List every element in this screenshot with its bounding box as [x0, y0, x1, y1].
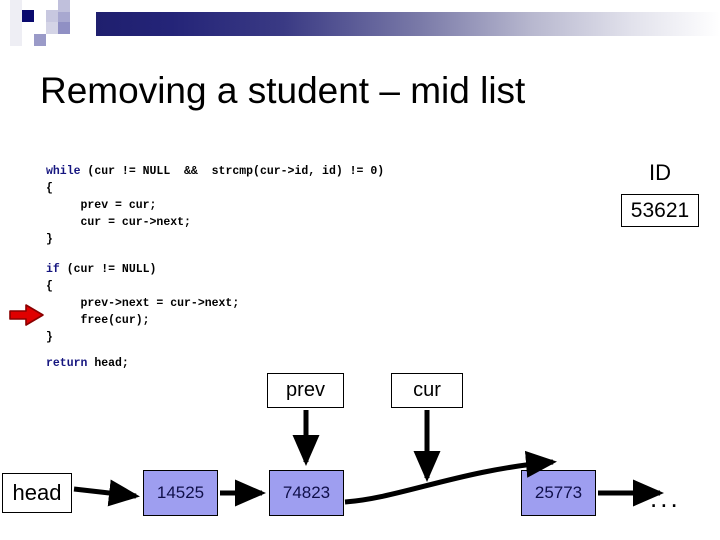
decorative-square — [58, 0, 70, 12]
id-value-box: 53621 — [621, 194, 699, 227]
list-node: 14525 — [143, 470, 218, 516]
code-line: } — [46, 231, 384, 248]
red-arrow-marker — [9, 304, 44, 326]
decorative-square — [46, 10, 58, 22]
code-keyword: return — [46, 357, 88, 370]
page-title: Removing a student – mid list — [40, 70, 526, 111]
code-text: } — [46, 331, 53, 344]
code-text: (cur != NULL) — [59, 263, 157, 276]
code-text: head; — [87, 357, 129, 370]
list-head-box: head — [2, 473, 72, 513]
code-keyword: if — [46, 263, 60, 276]
code-line: { — [46, 180, 384, 197]
code-line: cur = cur->next; — [46, 214, 384, 231]
pointer-box-cur: cur — [391, 373, 463, 408]
arrow-head-to-node1 — [73, 479, 140, 507]
code-text: free(cur); — [46, 314, 150, 327]
code-line: return head; — [46, 355, 129, 372]
code-line: if (cur != NULL) — [46, 261, 239, 278]
list-ellipsis: ... — [650, 483, 681, 513]
code-line: prev->next = cur->next; — [46, 295, 240, 312]
decorative-square — [34, 10, 46, 22]
decorative-square — [34, 34, 46, 46]
decorative-square — [58, 22, 70, 34]
list-node: 25773 — [521, 470, 596, 516]
code-block-return: return head; — [46, 355, 129, 372]
code-text: cur = cur->next; — [46, 216, 191, 229]
decorative-square — [10, 0, 22, 46]
code-line: } — [46, 329, 239, 346]
header-gradient-bar — [96, 12, 720, 36]
code-text: { — [46, 280, 53, 293]
list-node: 74823 — [269, 470, 344, 516]
code-line: prev = cur; — [46, 197, 384, 214]
code-line: { — [46, 278, 239, 295]
code-line: while (cur != NULL && strcmp(cur->id, id… — [46, 163, 384, 180]
code-keyword: while — [46, 165, 81, 178]
code-line: free(cur); — [46, 312, 239, 329]
id-label: ID — [649, 160, 671, 185]
code-block-if-unlink: if (cur != NULL) { prev->next = cur->next… — [46, 261, 239, 346]
code-block-while-loop: while (cur != NULL && strcmp(cur->id, id… — [46, 163, 384, 248]
code-text: prev->next = cur->next; — [46, 297, 240, 310]
pointer-box-prev: prev — [267, 373, 344, 408]
code-text: prev = cur; — [46, 199, 157, 212]
decorative-square — [22, 10, 34, 22]
code-text: } — [46, 233, 53, 246]
code-text: (cur != NULL && strcmp(cur->id, id) != 0… — [80, 165, 385, 178]
decorative-square — [58, 12, 70, 24]
decorative-square — [46, 22, 58, 34]
code-text: { — [46, 182, 53, 195]
